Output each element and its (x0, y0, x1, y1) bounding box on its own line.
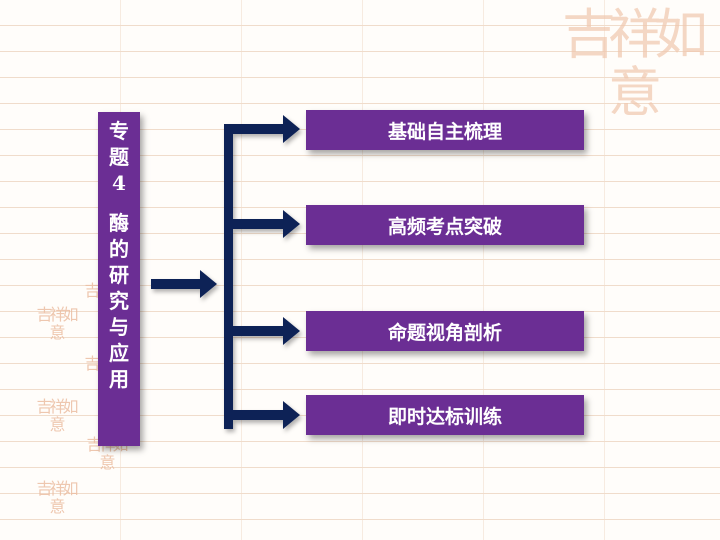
branch-arrow-3 (233, 317, 300, 345)
menu-key-points-button[interactable]: 高频考点突破 (306, 205, 584, 245)
title-char: 专 (109, 119, 129, 143)
menu-label: 基础自主梳理 (387, 120, 502, 143)
title-char: 用 (109, 367, 129, 391)
main-arrow (151, 270, 217, 298)
title-char: 题 (109, 145, 129, 169)
menu-practice-button[interactable]: 即时达标训练 (306, 395, 584, 435)
menu-exam-analysis-button[interactable]: 命题视角剖析 (306, 311, 584, 351)
menu-label: 即时达标训练 (387, 405, 502, 428)
title-char: 应 (109, 341, 129, 365)
auspicious-stamp-large: 吉祥如意 (546, 6, 716, 126)
trunk-line (224, 124, 233, 429)
topic-title-box: 专 题 4 酶 的 研 究 与 应 用 (98, 112, 140, 446)
menu-label: 高频考点突破 (387, 215, 502, 238)
auspicious-stamp: 吉祥如意 (36, 397, 78, 434)
title-number: 4 (112, 171, 126, 195)
title-char: 酶 (109, 211, 129, 235)
menu-basic-review-button[interactable]: 基础自主梳理 (306, 110, 584, 150)
title-char: 研 (109, 263, 129, 287)
title-char: 的 (109, 237, 129, 261)
branch-arrow-4 (233, 401, 300, 429)
branch-arrow-1 (233, 115, 300, 143)
title-char: 与 (109, 315, 129, 339)
auspicious-stamp: 吉祥如意 (36, 305, 78, 342)
auspicious-stamp: 吉祥如意 (36, 479, 78, 516)
menu-label: 命题视角剖析 (387, 321, 502, 344)
title-char: 究 (109, 289, 129, 313)
stamp-text: 吉祥如意 (562, 3, 708, 124)
branch-arrow-2 (233, 210, 300, 238)
